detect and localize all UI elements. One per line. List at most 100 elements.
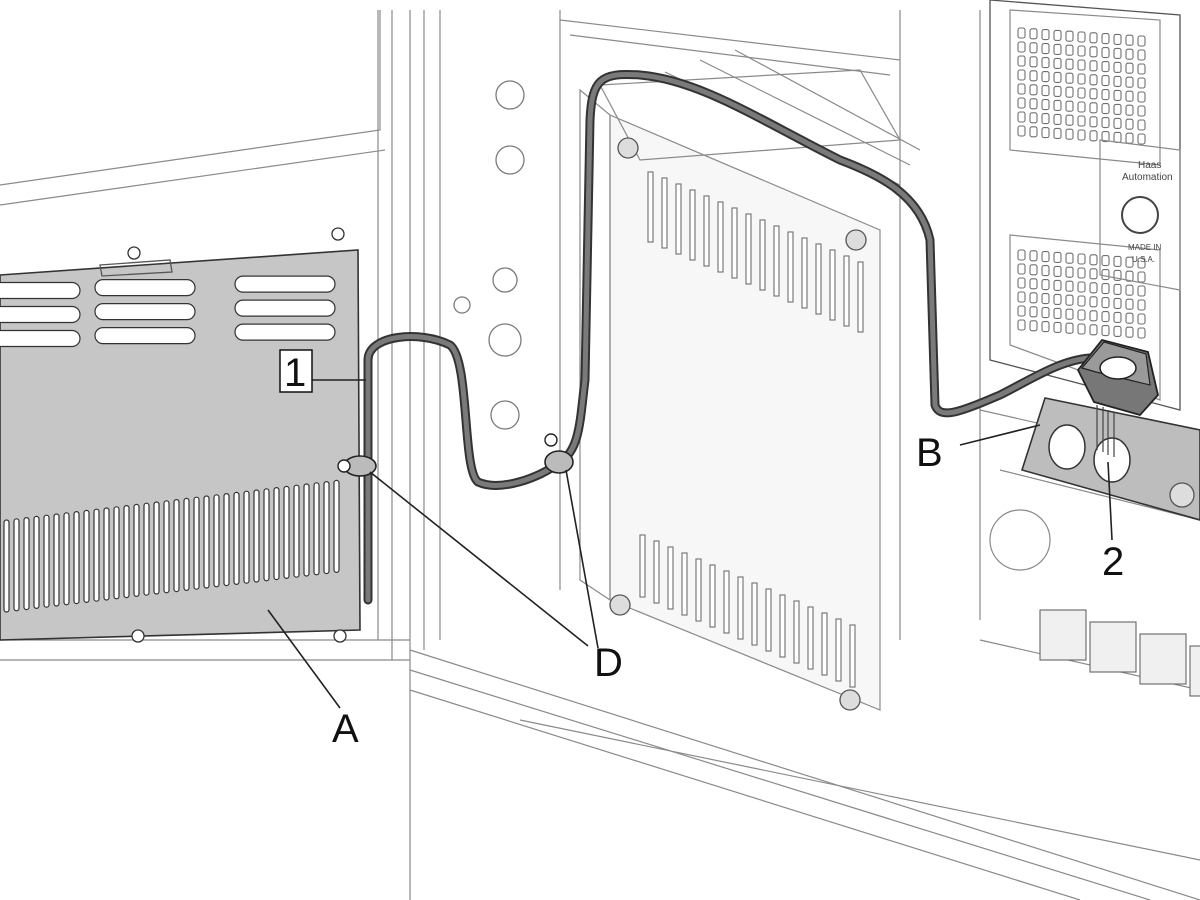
module-grille-slot (1089, 46, 1098, 58)
module-grille-slot (1089, 296, 1098, 308)
module-grille-slot (1089, 60, 1098, 72)
module-grille-slot (1065, 72, 1074, 84)
module-grille-slot (1017, 125, 1026, 137)
rack-vent (773, 225, 780, 297)
receptacle (1093, 437, 1131, 483)
module-grille-slot (1017, 97, 1026, 109)
panel-knob (609, 594, 631, 616)
module-grille-slot (1077, 115, 1086, 127)
rack-vent (639, 534, 646, 598)
rack-vent (675, 183, 682, 255)
module-grille-slot (1041, 127, 1050, 139)
module-grille-slot (1053, 251, 1062, 263)
rack-vent (681, 552, 688, 616)
module-grille-slot (1017, 277, 1026, 289)
module-grille-slot (1137, 299, 1146, 311)
svg-text:Haas: Haas (1138, 160, 1161, 171)
module-grille-slot (1101, 269, 1110, 281)
callout-d: D (594, 641, 623, 685)
rack-vent (759, 219, 766, 291)
callout-a: A (332, 707, 359, 751)
cover-louver (0, 281, 81, 300)
cover-vent (53, 513, 60, 607)
module-grille-slot (1053, 127, 1062, 139)
rack-vent (751, 582, 758, 646)
module-grille-slot (1065, 86, 1074, 98)
module-grille-slot (1137, 77, 1146, 89)
module-grille-slot (1077, 129, 1086, 141)
module-grille-slot (1089, 282, 1098, 294)
module-grille-slot (1101, 311, 1110, 323)
rack-vent (779, 594, 786, 658)
module-grille-slot (1017, 41, 1026, 53)
module-grille-slot (1017, 83, 1026, 95)
rack-vent (765, 588, 772, 652)
rack-vent (801, 237, 808, 309)
cover-vent (83, 509, 90, 603)
cover-vent (293, 484, 300, 578)
cover-louver (94, 327, 196, 345)
module-grille-slot (1041, 265, 1050, 277)
callout-b: B (916, 431, 943, 475)
module-grille-slot (1053, 293, 1062, 305)
plug-logo-icon (1099, 356, 1137, 380)
cover-louver (234, 275, 336, 293)
receptacle (1048, 424, 1086, 470)
cable-clamp (337, 455, 377, 477)
module-grille-slot (1041, 29, 1050, 41)
module-grille-slot (1077, 87, 1086, 99)
rack-vent (653, 540, 660, 604)
module-grille-slot (1077, 101, 1086, 113)
cover-vent (163, 500, 170, 594)
module-grille-slot (1089, 130, 1098, 142)
module-grille-slot (1029, 264, 1038, 276)
module-grille-slot (1017, 69, 1026, 81)
rack-vent (647, 171, 654, 243)
module-grille-slot (1137, 285, 1146, 297)
module-grille-slot (1101, 283, 1110, 295)
module-grille-slot (1065, 252, 1074, 264)
knockout-hole (490, 400, 520, 430)
rack-vent (815, 243, 822, 315)
terminal-block (1089, 621, 1137, 673)
cover-vent (173, 499, 180, 593)
module-grille-slot (1041, 99, 1050, 111)
cover-louver (94, 303, 196, 321)
module-grille-slot (1017, 249, 1026, 261)
svg-text:MADE IN: MADE IN (1128, 243, 1162, 252)
module-grille-slot (1065, 58, 1074, 70)
module-grille-slot (1053, 307, 1062, 319)
module-grille-slot (1065, 128, 1074, 140)
callout-2: 2 (1102, 540, 1124, 584)
module-grille-slot (1053, 113, 1062, 125)
module-grille-slot (1137, 91, 1146, 103)
cover-louver (234, 299, 336, 317)
module-grille-slot (1053, 85, 1062, 97)
module-grille-slot (1113, 283, 1122, 295)
rack-vent (717, 201, 724, 273)
module-grille-slot (1137, 313, 1146, 325)
module-grille-slot (1125, 48, 1134, 60)
module-grille-slot (1101, 131, 1110, 143)
rack-vent (723, 570, 730, 634)
cover-vent (273, 487, 280, 581)
module-grille-slot (1017, 319, 1026, 331)
module-grille-slot (1125, 76, 1134, 88)
rack-vent (731, 207, 738, 279)
module-grille-slot (1029, 84, 1038, 96)
cover-vent (63, 512, 70, 606)
rack-vent (835, 618, 842, 682)
module-grille-slot (1029, 70, 1038, 82)
knockout-hole (488, 323, 522, 357)
module-grille-slot (1017, 291, 1026, 303)
module-grille-slot (1017, 263, 1026, 275)
module-grille-slot (1053, 279, 1062, 291)
module-grille-slot (1137, 327, 1146, 339)
module-grille-slot (1077, 323, 1086, 335)
cover-louver (0, 305, 81, 324)
module-grille-slot (1089, 74, 1098, 86)
power-plug (1076, 338, 1159, 457)
terminal-block (1039, 609, 1087, 661)
cover-vent (213, 494, 220, 588)
